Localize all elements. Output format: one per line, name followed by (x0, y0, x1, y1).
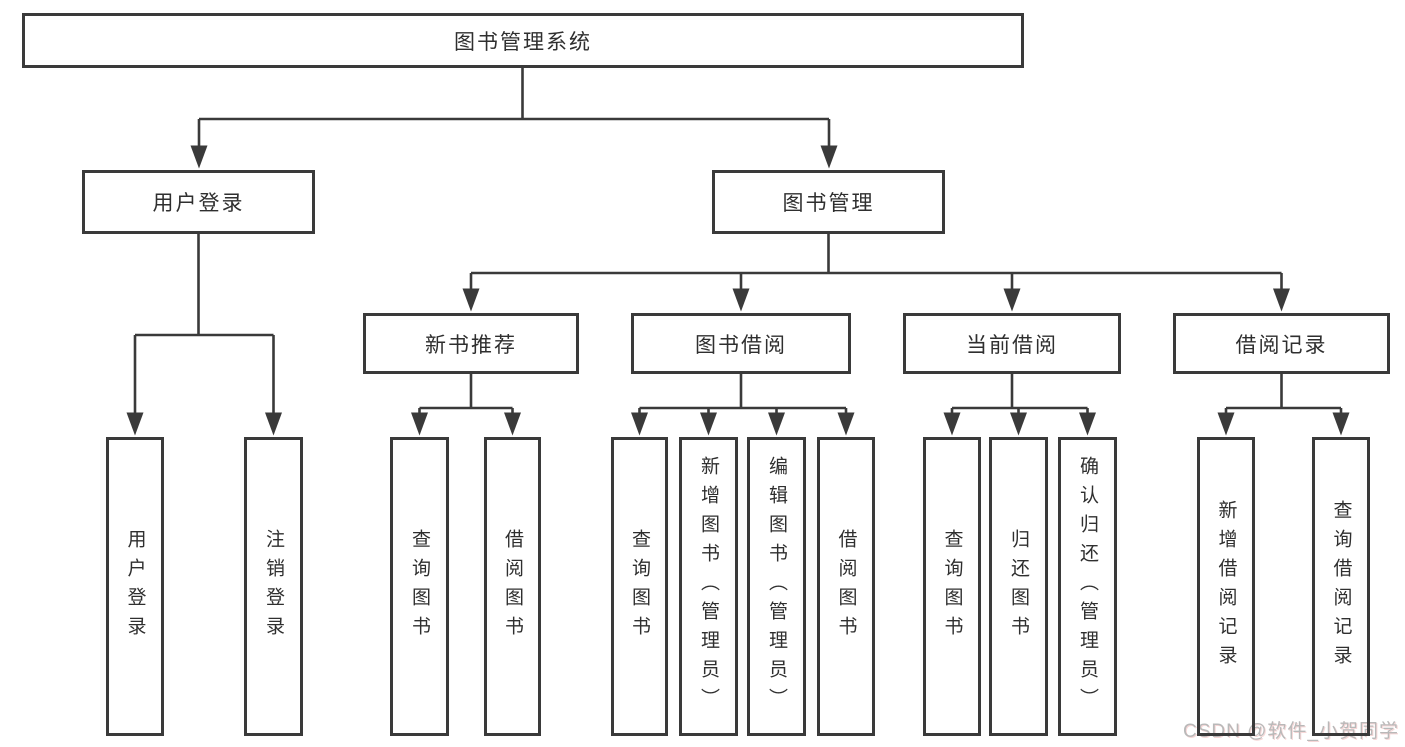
new-book-recommend-box: 新书推荐 (363, 313, 579, 374)
leaf-add-book-admin: 新增图书（管理员） (679, 437, 738, 736)
book-borrow-label: 图书借阅 (695, 333, 787, 357)
leaf-edit-book-admin: 编辑图书（管理员） (747, 437, 806, 736)
book-borrow-box: 图书借阅 (631, 313, 851, 374)
new-book-recommend-label: 新书推荐 (425, 333, 517, 357)
leaf-borrow-book: 借阅图书 (817, 437, 875, 736)
leaf-edit-book-admin-label: 编辑图书（管理员） (766, 456, 787, 717)
leaf-add-book-admin-label: 新增图书（管理员） (698, 456, 719, 717)
root-label: 图书管理系统 (454, 30, 592, 54)
leaf-borrow-book-recommend-label: 借阅图书 (502, 528, 523, 645)
csdn-watermark: CSDN @软件_小贺同学 (1183, 721, 1399, 742)
leaf-return-book: 归还图书 (989, 437, 1048, 736)
leaf-borrow-book-label: 借阅图书 (835, 528, 857, 645)
leaf-query-book-borrow: 查询图书 (611, 437, 668, 736)
leaf-add-borrow-record-label: 新增借阅记录 (1215, 499, 1237, 674)
leaf-logout-label: 注销登录 (263, 528, 284, 645)
leaf-query-borrow-record: 查询借阅记录 (1312, 437, 1370, 736)
leaf-query-book-borrow-label: 查询图书 (629, 528, 650, 645)
leaf-user-login-label: 用户登录 (124, 528, 146, 645)
leaf-return-book-label: 归还图书 (1008, 528, 1029, 645)
borrow-record-label: 借阅记录 (1235, 333, 1328, 357)
leaf-query-book-current: 查询图书 (923, 437, 981, 736)
user-login-label: 用户登录 (152, 192, 245, 215)
current-borrow-label: 当前借阅 (966, 333, 1058, 357)
leaf-query-book-recommend-label: 查询图书 (409, 528, 430, 645)
book-management-box: 图书管理 (712, 170, 945, 234)
leaf-query-borrow-record-label: 查询借阅记录 (1330, 499, 1352, 674)
leaf-query-book-recommend: 查询图书 (390, 437, 449, 736)
arrowhead-icons (126, 145, 1350, 436)
leaf-confirm-return-admin-label: 确认归还（管理员） (1077, 456, 1098, 717)
current-borrow-box: 当前借阅 (903, 313, 1121, 374)
root-box-system-title: 图书管理系统 (22, 13, 1024, 68)
leaf-borrow-book-recommend: 借阅图书 (484, 437, 541, 736)
leaf-user-login: 用户登录 (106, 437, 164, 736)
leaf-add-borrow-record: 新增借阅记录 (1197, 437, 1255, 736)
borrow-record-box: 借阅记录 (1173, 313, 1390, 374)
user-login-box: 用户登录 (82, 170, 315, 234)
leaf-confirm-return-admin: 确认归还（管理员） (1058, 437, 1117, 736)
leaf-query-book-current-label: 查询图书 (941, 528, 963, 645)
book-management-label: 图书管理 (782, 192, 875, 215)
leaf-logout: 注销登录 (244, 437, 303, 736)
